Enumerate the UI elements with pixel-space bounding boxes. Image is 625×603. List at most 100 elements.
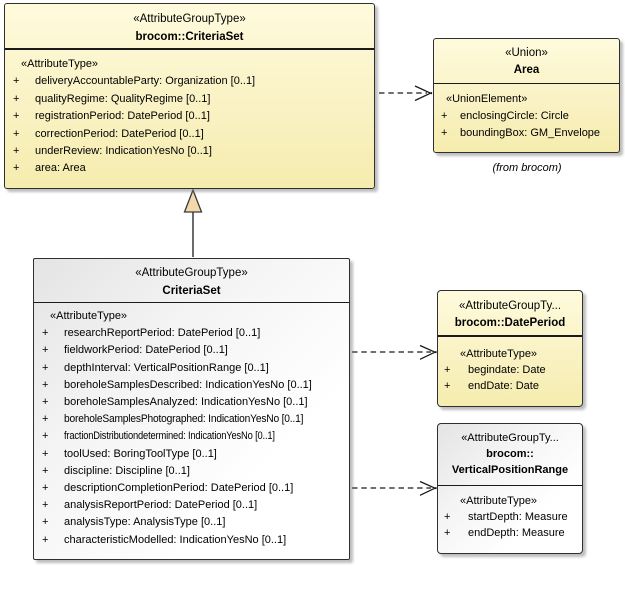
attribute-rows: + researchReportPeriod: DatePeriod [0..1]… — [34, 325, 348, 549]
attribute-text: endDepth: Measure — [468, 527, 565, 539]
attribute-row: + researchReportPeriod: DatePeriod [0..1] — [34, 325, 348, 342]
visibility-symbol: + — [13, 145, 20, 158]
attribute-row: + toolUsed: BoringToolType [0..1] — [34, 446, 348, 463]
compartment-stereotype: «UnionElement» — [446, 93, 528, 105]
attribute-text: fractionDistributiondetermined: Indicati… — [64, 430, 275, 443]
attribute-text: correctionPeriod: DatePeriod [0..1] — [35, 127, 204, 140]
stereotype-label: «Union» — [505, 47, 548, 59]
attribute-row: + boreholeSamplesDescribed: IndicationYes… — [34, 377, 348, 394]
visibility-symbol: + — [42, 327, 49, 340]
class-box-brocom-verticalpositionrange[interactable]: «AttributeGroupTy... brocom:: VerticalPo… — [437, 423, 583, 554]
attribute-text: toolUsed: BoringToolType [0..1] — [64, 447, 217, 460]
attribute-row: + begindate: Date — [438, 362, 581, 378]
class-header: «AttributeGroupType» CriteriaSet — [34, 259, 349, 303]
generalization-arrow-criteriaset — [183, 188, 203, 257]
visibility-symbol: + — [13, 127, 20, 140]
visibility-symbol: + — [444, 364, 451, 376]
attribute-row: + fieldworkPeriod: DatePeriod [0..1] — [34, 342, 348, 359]
stereotype-label: «AttributeGroupTy... — [458, 300, 562, 312]
visibility-symbol: + — [13, 75, 20, 88]
visibility-symbol: + — [42, 430, 49, 443]
attribute-row: + correctionPeriod: DatePeriod [0..1] — [5, 126, 372, 143]
attribute-text: analysisType: AnalysisType [0..1] — [64, 516, 226, 529]
attribute-text: startDepth: Measure — [468, 511, 568, 523]
attribute-text: area: Area — [35, 162, 86, 175]
attribute-text: deliveryAccountableParty: Organization [… — [35, 75, 256, 88]
visibility-symbol: + — [42, 447, 49, 460]
visibility-symbol: + — [42, 499, 49, 512]
class-header: «Union» Area — [434, 39, 619, 84]
attribute-row: + deliveryAccountableParty: Organization … — [5, 73, 372, 90]
attribute-text: fieldworkPeriod: DatePeriod [0..1] — [64, 344, 228, 357]
class-box-brocom-dateperiod[interactable]: «AttributeGroupTy... brocom::DatePeriod … — [437, 290, 583, 407]
attributes-compartment: «AttributeType» +startDepth: Measure + en… — [438, 486, 582, 541]
visibility-symbol: + — [13, 162, 20, 175]
attribute-row: + descriptionCompletionPeriod: DatePeriod… — [34, 480, 348, 497]
visibility-symbol: + — [42, 413, 49, 426]
attributes-compartment: «AttributeType» + begindate: Date + endDat… — [438, 337, 582, 394]
attribute-text: researchReportPeriod: DatePeriod [0..1] — [64, 327, 261, 340]
attribute-text: analysisReportPeriod: DatePeriod [0..1] — [64, 499, 258, 512]
attribute-text: descriptionCompletionPeriod: DatePeriod … — [64, 482, 294, 495]
attribute-row: + registrationPeriod: DatePeriod [0..1] — [5, 108, 372, 125]
attribute-row: + boreholeSamplesPhotographed: Indication… — [34, 411, 348, 428]
class-header: «AttributeGroupType» brocom::CriteriaSet — [5, 4, 374, 50]
visibility-symbol: + — [444, 380, 451, 392]
attribute-text: boreholeSamplesAnalyzed: IndicationYesNo… — [64, 396, 308, 409]
class-name: brocom::DatePeriod — [454, 316, 566, 329]
class-name-line1: brocom:: — [486, 447, 534, 460]
class-box-criteriaset[interactable]: «AttributeGroupType» CriteriaSet «Attrib… — [33, 258, 350, 560]
attribute-row: + fractionDistributiondetermined: Indicat… — [34, 428, 348, 445]
attribute-text: qualityRegime: QualityRegime [0..1] — [35, 92, 211, 105]
visibility-symbol: + — [441, 126, 448, 139]
class-box-area[interactable]: «Union» Area «UnionElement» +enclosingCi… — [433, 38, 620, 153]
attribute-row: + underReview: IndicationYesNo [0..1] — [5, 143, 372, 160]
class-header: «AttributeGroupTy... brocom::DatePeriod — [438, 291, 582, 337]
compartment-stereotype: «AttributeType» — [460, 348, 538, 360]
attribute-text: endDate: Date — [468, 380, 539, 392]
visibility-symbol: + — [444, 527, 451, 539]
attribute-row: +startDepth: Measure — [438, 509, 581, 525]
class-name: brocom::CriteriaSet — [135, 31, 244, 43]
attribute-text: underReview: IndicationYesNo [0..1] — [35, 145, 212, 158]
visibility-symbol: + — [42, 361, 49, 374]
visibility-symbol: + — [13, 110, 20, 123]
attribute-text: boundingBox: GM_Envelope — [460, 126, 601, 139]
attribute-text: boreholeSamplesDescribed: IndicationYesN… — [64, 378, 312, 391]
stereotype-label: «AttributeGroupType» — [135, 267, 248, 279]
attribute-text: discipline: Discipline [0..1] — [64, 464, 190, 477]
attribute-row: +enclosingCircle: Circle — [434, 108, 618, 125]
attribute-text: registrationPeriod: DatePeriod [0..1] — [35, 110, 210, 123]
compartment-stereotype: «AttributeType» — [50, 310, 128, 322]
class-header: «AttributeGroupTy... brocom:: VerticalPo… — [438, 424, 582, 486]
visibility-symbol: + — [42, 482, 49, 495]
attributes-compartment: «AttributeType» + researchReportPeriod: D… — [34, 303, 349, 549]
dependency-arrow-criteriaset-to-verticalpositionrange — [352, 480, 437, 496]
attribute-rows: + deliveryAccountableParty: Organization … — [5, 73, 372, 177]
class-name: Area — [513, 64, 540, 76]
attribute-text: depthInterval: VerticalPositionRange [0.… — [64, 361, 269, 374]
class-name-line2: VerticalPositionRange — [451, 463, 569, 476]
attribute-text: begindate: Date — [468, 364, 546, 376]
attribute-row: + analysisReportPeriod: DatePeriod [0..1] — [34, 497, 348, 514]
attribute-row: + area: Area — [5, 160, 372, 177]
compartment-stereotype: «AttributeType» — [460, 495, 538, 507]
attribute-text: boreholeSamplesPhotographed: IndicationY… — [64, 413, 304, 426]
attribute-row: +characteristicModelled: IndicationYesNo… — [34, 532, 348, 549]
visibility-symbol: + — [441, 109, 448, 122]
attribute-row: + analysisType: AnalysisType [0..1] — [34, 514, 348, 531]
visibility-symbol: + — [13, 92, 20, 105]
attribute-row: + endDepth: Measure — [438, 525, 581, 541]
attribute-row: + boundingBox: GM_Envelope — [434, 125, 618, 142]
attribute-row: + discipline: Discipline [0..1] — [34, 463, 348, 480]
visibility-symbol: + — [42, 464, 49, 477]
class-box-brocom-criteriaset[interactable]: «AttributeGroupType» brocom::CriteriaSet… — [4, 3, 375, 189]
dependency-arrow-criteriaset-to-dateperiod — [352, 344, 437, 360]
visibility-symbol: + — [42, 378, 49, 391]
attribute-row: + endDate: Date — [438, 378, 581, 394]
visibility-symbol: + — [42, 344, 49, 357]
visibility-symbol: + — [42, 516, 49, 529]
attribute-rows: + begindate: Date + endDate: Date — [438, 362, 581, 394]
from-package-caption: (from brocom) — [492, 162, 562, 174]
